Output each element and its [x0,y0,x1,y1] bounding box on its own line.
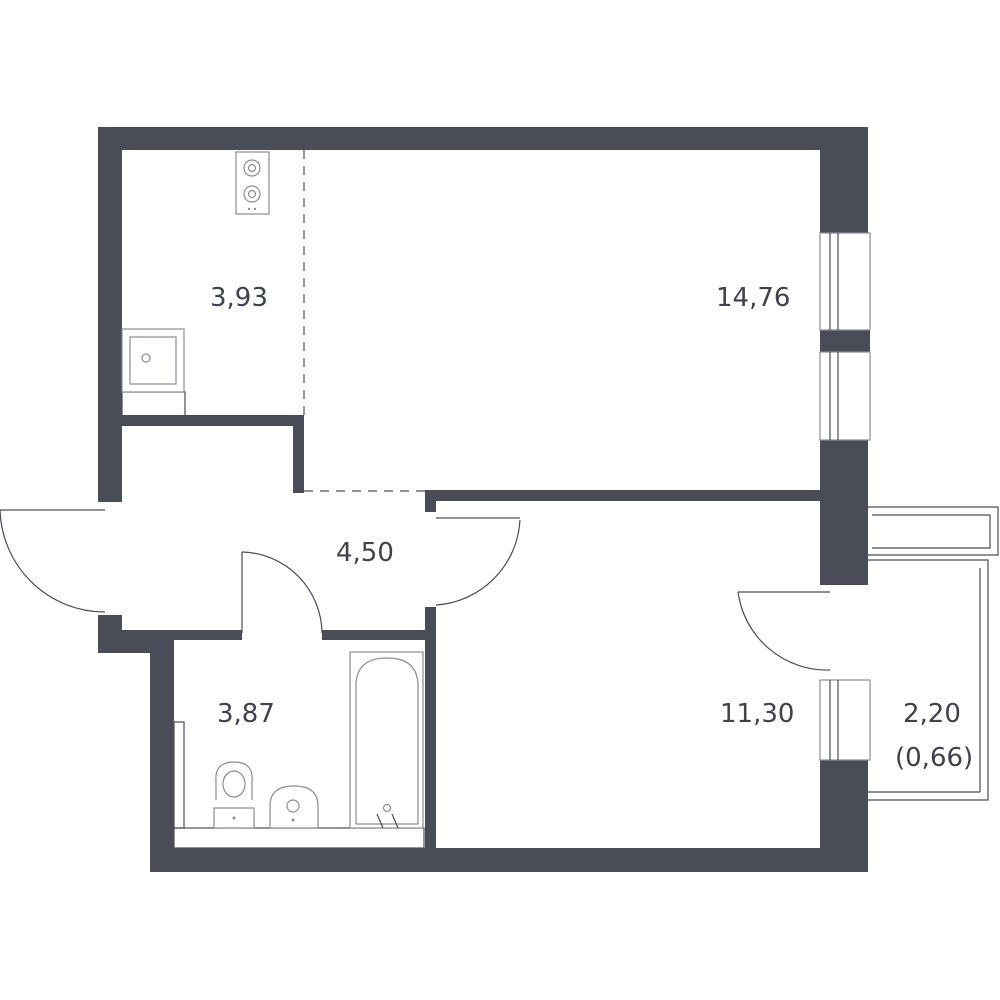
hallway-area-label: 4,50 [336,538,394,568]
balcony-reduced-area-label: (0,66) [895,743,973,773]
door-swing-icon [435,517,521,606]
left-wall-upper [98,127,122,502]
kitchen-area-label: 3,93 [210,283,268,313]
right-wall-pier [820,440,868,585]
living-room-area-label: 14,76 [716,283,790,313]
bathroom-area-label: 3,87 [217,699,275,729]
window-icon [819,351,871,441]
left-wall-lower [150,630,174,872]
bottom-wall [150,848,868,872]
bath-shelf [173,827,425,849]
right-wall-top [820,127,868,233]
bedroom-area-label: 11,30 [720,699,794,729]
door-swing-icon [241,551,323,634]
bathtub-icon [349,651,424,829]
hall-bath-wall-right [322,630,432,640]
door-swing-icon [737,591,831,671]
toilet-icon [213,761,255,829]
kitchen-hall-wall-vertical [293,415,304,493]
washbasin-icon [269,785,319,829]
hall-bath-wall-left [150,630,242,640]
wall-stub [425,490,436,512]
top-wall [98,127,868,150]
living-bedroom-wall [425,490,820,501]
door-swing-icon [0,509,106,613]
balcony-area-label: 2,20 [903,699,961,729]
window-icon [819,232,871,331]
right-wall-bottom [820,760,868,872]
bath-side-ledge [173,721,185,829]
kitchen-counter-niche [121,391,186,417]
kitchen-hall-wall [122,415,304,426]
exterior-walls [98,127,870,872]
window-icon [819,679,871,761]
balcony [868,506,999,801]
stove-icon [235,151,270,215]
sink-icon [121,328,185,393]
right-wall-mid [820,330,870,352]
hall-bedroom-wall [425,607,436,872]
